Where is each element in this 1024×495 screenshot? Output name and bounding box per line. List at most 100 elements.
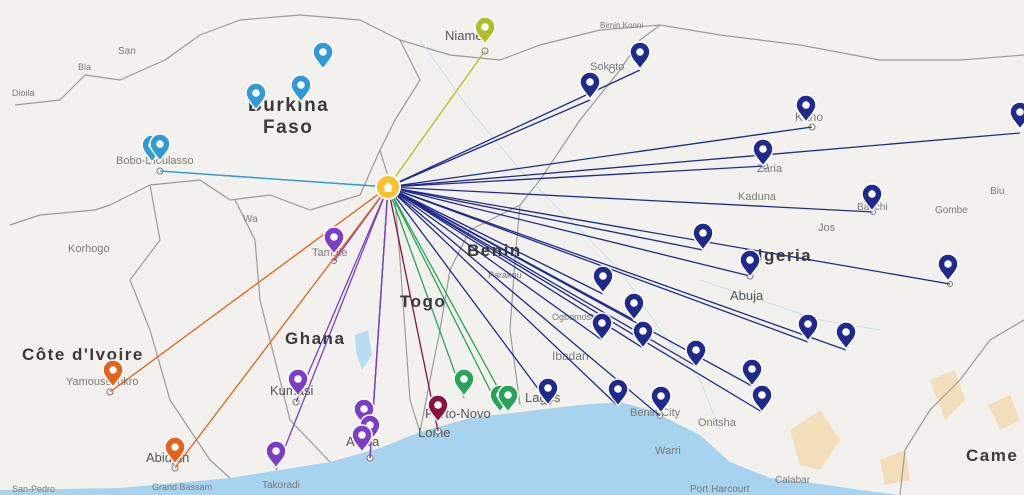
map-pin-icon[interactable]	[579, 71, 601, 101]
city-label-jos: Jos	[818, 222, 836, 234]
country-label-togo: Togo	[400, 292, 446, 311]
country-label-faso: Faso	[263, 117, 313, 138]
map-pin-icon[interactable]	[474, 16, 496, 46]
map-pin-icon[interactable]	[751, 384, 773, 414]
map-pin-icon[interactable]	[623, 292, 645, 322]
city-label-wa: Wa	[243, 214, 258, 225]
city-label-warri: Warri	[655, 445, 681, 457]
city-label-abuja: Abuja	[730, 288, 764, 303]
route-line-nigeria	[387, 186, 809, 343]
map-pin-icon[interactable]	[245, 82, 267, 112]
map-pin-icon[interactable]	[861, 183, 883, 213]
map-pin-icon[interactable]	[591, 312, 613, 342]
city-label-bla: Bla	[78, 62, 91, 72]
route-line-nigeria	[387, 186, 847, 351]
gulf-of-guinea	[0, 402, 900, 495]
home-icon	[383, 182, 393, 192]
city-label-ogbom: Ogbomosho	[552, 312, 601, 322]
map-pin-icon[interactable]	[265, 440, 287, 470]
route-line-nigeria	[387, 69, 641, 188]
route-line-nigeria	[387, 186, 619, 407]
route-line-nigeria	[387, 186, 951, 285]
city-label-tamale: Tamale	[312, 247, 347, 259]
map-pin-icon[interactable]	[1009, 101, 1024, 131]
city-label-takoradi: Takoradi	[262, 480, 300, 491]
map-pin-icon[interactable]	[427, 394, 449, 424]
map-pin-icon[interactable]	[607, 378, 629, 408]
route-line-nigeria	[387, 99, 591, 188]
map-pin-icon[interactable]	[650, 385, 672, 415]
map-pin-icon[interactable]	[312, 41, 334, 71]
route-line-ghana	[295, 186, 389, 403]
map-markers[interactable]	[102, 16, 1024, 470]
map-pin-icon[interactable]	[741, 358, 763, 388]
map-pin-icon[interactable]	[797, 313, 819, 343]
map-pin-icon[interactable]	[629, 41, 651, 71]
map-pin-icon[interactable]	[497, 384, 519, 414]
city-label-onitsha: Onitsha	[698, 417, 737, 429]
lake-volta	[355, 330, 372, 370]
hub-marker[interactable]	[375, 174, 401, 200]
route-line-cote	[174, 186, 389, 469]
route-line-nigeria	[387, 126, 813, 188]
city-label-porth: Port Harcourt	[690, 484, 750, 495]
route-line-nigeria	[387, 186, 661, 417]
city-label-grandb: Grand Bassam	[152, 482, 212, 492]
map-pin-icon[interactable]	[537, 377, 559, 407]
city-label-biu: Biu	[990, 186, 1004, 197]
route-line-nigeria	[387, 186, 751, 277]
route-line-nigeria	[387, 186, 874, 213]
route-line-benin	[387, 186, 501, 411]
map-pin-icon[interactable]	[692, 222, 714, 252]
city-label-bobo: Bobo-Dioulasso	[116, 155, 194, 167]
map-pin-icon[interactable]	[685, 339, 707, 369]
city-label-calabar: Calabar	[775, 475, 811, 486]
map-pin-icon[interactable]	[937, 253, 959, 283]
route-line-niger	[387, 50, 486, 188]
map-pin-icon[interactable]	[287, 368, 309, 398]
map-pin-icon[interactable]	[290, 74, 312, 104]
country-labels: Burkina Faso Ghana Togo Benin Nigeria Cô…	[22, 95, 1017, 465]
map-pin-icon[interactable]	[835, 321, 857, 351]
map-pin-icon[interactable]	[323, 226, 345, 256]
country-label-benin: Benin	[467, 241, 522, 260]
map-pin-icon[interactable]	[795, 94, 817, 124]
route-line-nigeria	[387, 132, 1021, 188]
city-label-sokoto: Sokoto	[590, 61, 624, 73]
map-pin-icon[interactable]	[739, 249, 761, 279]
route-line-nigeria	[387, 165, 766, 188]
map-pin-icon[interactable]	[752, 138, 774, 168]
route-line-ghana	[275, 186, 389, 471]
terrain-patches	[790, 370, 1020, 485]
map-pin-icon[interactable]	[453, 368, 475, 398]
route-line-nigeria	[387, 186, 549, 403]
country-label-cote: Côte d'Ivoire	[22, 345, 144, 364]
city-label-dioila: Dioila	[12, 88, 35, 98]
city-label-kaduna: Kaduna	[738, 191, 777, 203]
route-line-nigeria	[387, 186, 704, 251]
map-pin-icon[interactable]	[351, 424, 373, 454]
map-pin-icon[interactable]	[102, 359, 124, 389]
city-label-korhogo: Korhogo	[68, 243, 110, 255]
route-line-togo	[387, 186, 439, 432]
city-label-san: San	[118, 46, 136, 57]
map-pin-icon[interactable]	[164, 436, 186, 466]
city-label-beninc: Benin City	[630, 407, 681, 419]
map-pin-icon[interactable]	[632, 320, 654, 350]
route-lines	[109, 50, 1021, 471]
route-line-nigeria	[387, 186, 603, 341]
route-line-benin	[387, 186, 465, 399]
map-pin-icon[interactable]	[149, 133, 171, 163]
city-label-parakou: Parakou	[488, 270, 522, 280]
route-line-cote	[109, 186, 389, 393]
city-label-yamou: Yamoussoukro	[66, 376, 139, 388]
route-line-nigeria	[387, 186, 604, 295]
city-label-zaria: Zaria	[757, 163, 783, 175]
route-line-benin	[387, 186, 511, 411]
country-label-ghana: Ghana	[285, 329, 345, 348]
city-label-gombe: Gombe	[935, 205, 968, 216]
map-pin-icon[interactable]	[592, 265, 614, 295]
city-label-lome: Lome	[418, 425, 451, 440]
